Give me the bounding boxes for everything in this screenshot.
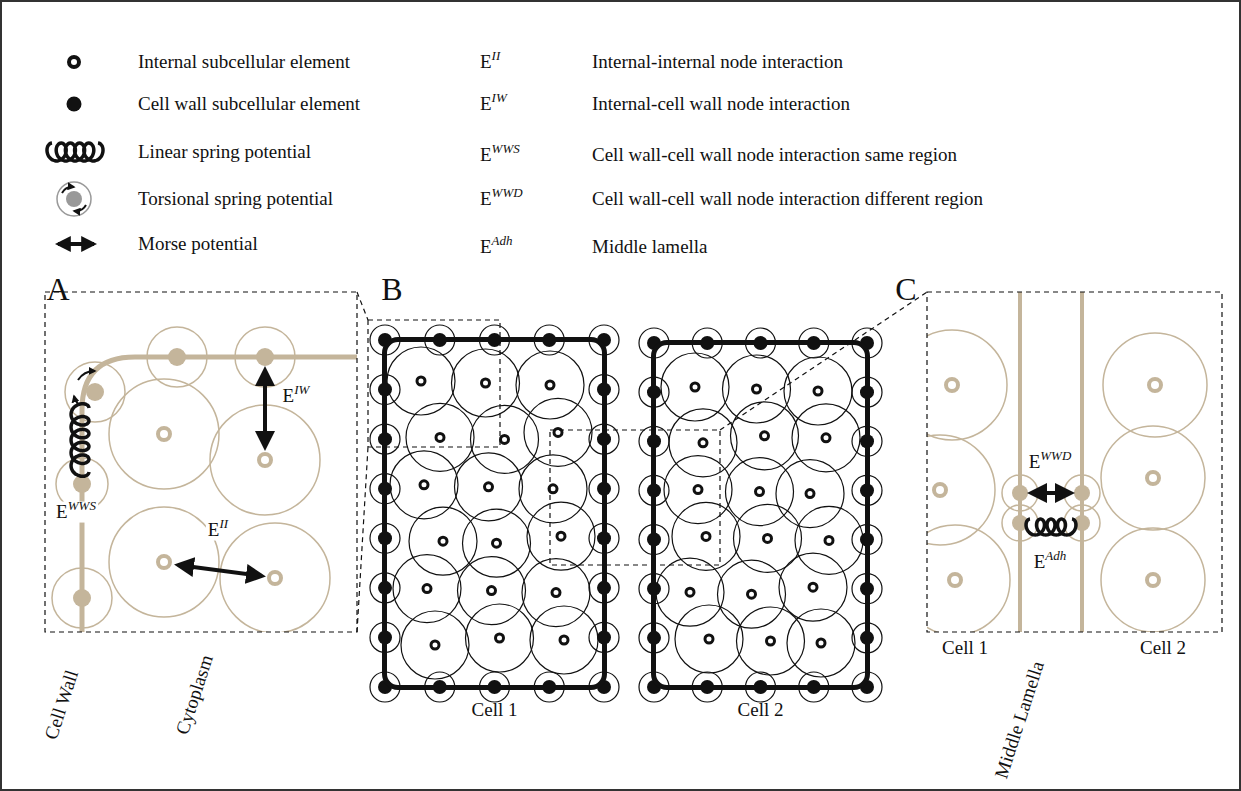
legend-text: Morse potential bbox=[138, 234, 258, 255]
cell-outline: Cell 1 bbox=[382, 337, 607, 690]
energy-label: EIW bbox=[281, 386, 312, 407]
energy-symbol: EWWD bbox=[480, 189, 523, 210]
region-label: Cell Wall bbox=[41, 668, 83, 742]
cell-label: Cell 1 bbox=[942, 638, 988, 659]
panel-letter: A bbox=[46, 272, 69, 307]
energy-symbol: EWWS bbox=[480, 145, 520, 166]
cell-label: Cell 2 bbox=[1140, 638, 1186, 659]
region-label: Cytoplasm bbox=[172, 653, 217, 738]
energy-label: EWWS bbox=[54, 502, 98, 523]
legend-text: Internal-internal node interaction bbox=[592, 52, 843, 73]
panel-b-art bbox=[370, 325, 882, 702]
panel-letter: B bbox=[381, 272, 402, 307]
energy-symbol: EAdh bbox=[480, 237, 513, 258]
energy-label: EII bbox=[206, 520, 230, 541]
panel-c-art bbox=[927, 292, 1207, 632]
legend-text: Linear spring potential bbox=[138, 142, 311, 163]
legend-text: Internal-cell wall node interaction bbox=[592, 94, 850, 115]
zoom-box bbox=[45, 292, 357, 632]
legend-text: Middle lamella bbox=[592, 237, 708, 258]
legend-symbols bbox=[47, 57, 103, 244]
cell-label: Cell 2 bbox=[738, 699, 784, 721]
legend-text: Cell wall-cell wall node interaction dif… bbox=[592, 189, 983, 210]
legend-text: Cell wall subcellular element bbox=[138, 94, 360, 115]
legend-text: Internal subcellular element bbox=[138, 52, 350, 73]
panel-letter: C bbox=[895, 272, 916, 307]
energy-label: EAdh bbox=[1032, 552, 1069, 573]
legend-text: Torsional spring potential bbox=[138, 189, 333, 210]
zoom-box bbox=[927, 292, 1222, 632]
energy-symbol: EIW bbox=[480, 94, 507, 115]
panel-a-art bbox=[52, 327, 357, 632]
energy-symbol: EII bbox=[480, 52, 500, 73]
legend-text: Cell wall-cell wall node interaction sam… bbox=[592, 145, 957, 166]
energy-label: EWWD bbox=[1027, 452, 1074, 473]
cell-label: Cell 1 bbox=[472, 699, 518, 721]
region-label: Middle Lamella bbox=[991, 659, 1049, 781]
cell-outline: Cell 2 bbox=[651, 340, 870, 690]
